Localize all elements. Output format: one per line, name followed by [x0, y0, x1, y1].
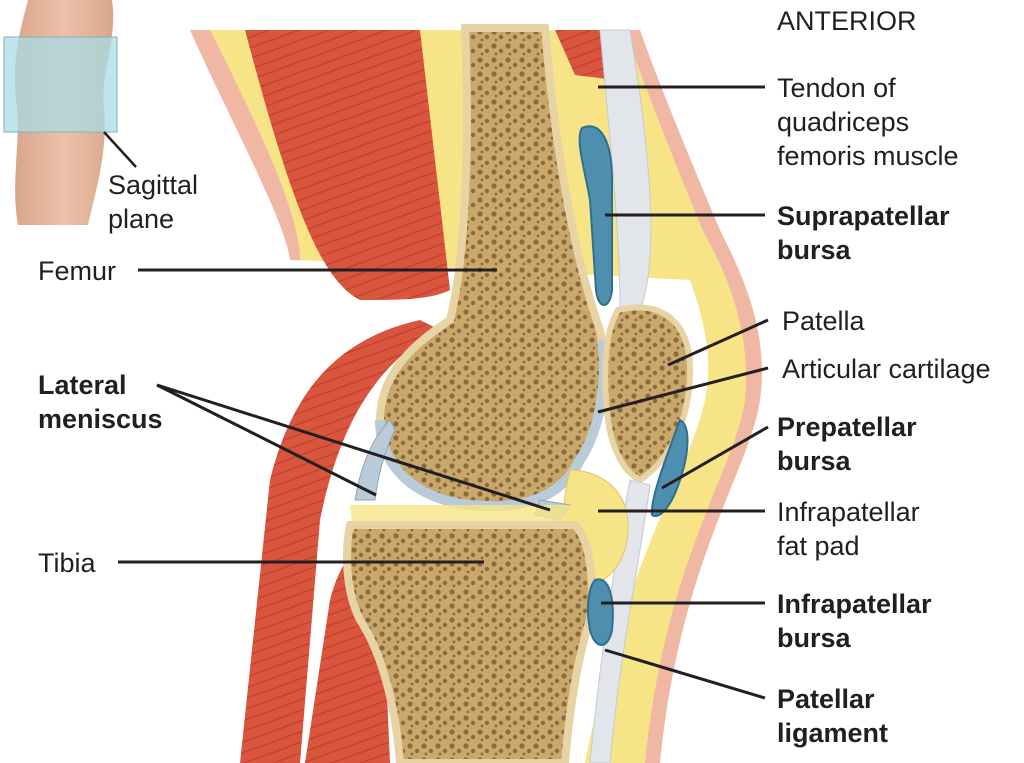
posterior-calf-muscle	[240, 320, 440, 763]
leader-lateral-meniscus-a	[156, 383, 377, 497]
prepatellar-bursa-label: Prepatellar bursa	[777, 412, 917, 476]
tendon-quadriceps-label: Tendon of quadriceps femoris muscle	[777, 73, 959, 171]
patella-label: Patella	[782, 306, 865, 336]
patellar-ligament-label: Patellar ligament	[777, 684, 889, 748]
sagittal-plane-leader	[103, 131, 137, 168]
infrapatellar-bursa-label: Infrapatellar bursa	[777, 589, 932, 653]
femur-label: Femur	[38, 256, 117, 286]
inset-leg	[3, 0, 137, 225]
leader-articular-cartilage	[597, 366, 769, 414]
leader-patella	[667, 318, 769, 367]
anterior-label: ANTERIOR	[777, 6, 917, 36]
leader-lateral-meniscus-b	[156, 383, 551, 512]
infrapatellar-fat-pad-label: Infrapatellar fat pad	[777, 497, 920, 561]
patella-bone	[602, 304, 694, 484]
leader-patellar-ligament	[604, 648, 766, 700]
prepatellar-bursa-shape	[650, 418, 689, 517]
tibia-label: Tibia	[38, 548, 96, 578]
leader-lines	[118, 85, 769, 700]
sagittal-plane-label: Sagittal plane	[108, 170, 199, 234]
suprapatellar-bursa-shape	[578, 125, 613, 306]
suprapatellar-bursa-label: Suprapatellar bursa	[777, 201, 950, 265]
articular-cartilage-label: Articular cartilage	[782, 354, 991, 384]
infrapatellar-bursa-shape	[586, 578, 614, 646]
posterior-thigh-muscle	[245, 30, 450, 300]
leader-prepatellar-bursa	[661, 425, 769, 490]
lateral-meniscus-label: Lateral meniscus	[38, 370, 163, 434]
